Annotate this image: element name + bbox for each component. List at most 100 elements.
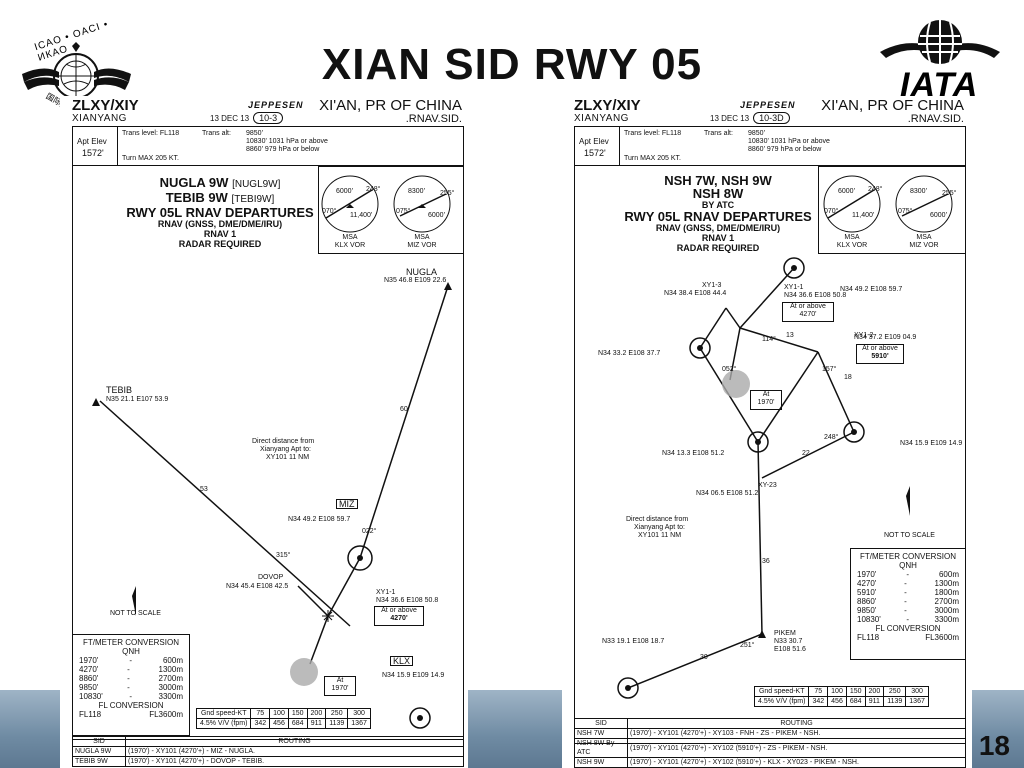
at-or-above-box-2: At or above 5910' bbox=[856, 344, 904, 364]
title-rwy: RWY 05L RNAV DEPARTURES bbox=[624, 209, 812, 224]
routing-row: NSH 7W(1970') - XY101 (4270'+) - XY103 -… bbox=[574, 728, 966, 739]
tebib-name: TEBIB bbox=[106, 385, 133, 395]
trans-alt-2: 10830' 1031 hPa or above bbox=[246, 138, 328, 145]
at-or-above-value: 4270' bbox=[390, 615, 408, 622]
leg-60-label: 60 bbox=[400, 406, 408, 413]
crs-114-label: 114° bbox=[762, 336, 776, 343]
conv-qnh: QNH bbox=[122, 647, 140, 656]
msa-panel bbox=[818, 166, 966, 254]
msa2-sector-b: 6000' bbox=[428, 212, 445, 219]
conv-title: FT/METER CONVERSION bbox=[859, 552, 956, 561]
msa-circles bbox=[823, 175, 953, 233]
miz-vor bbox=[783, 257, 805, 279]
leg-xy101-miz bbox=[739, 267, 795, 329]
zs-vor bbox=[747, 431, 769, 453]
title-nsh7-9: NSH 7W, NSH 9W bbox=[664, 173, 772, 188]
title-tebib-code: [TEBI9W] bbox=[231, 194, 275, 205]
title-nugla-code: [NUGL9W] bbox=[232, 179, 281, 190]
leg-36-label: 36 bbox=[762, 558, 770, 565]
north-arrow bbox=[906, 486, 910, 516]
trans-alt-label: Trans alt: bbox=[202, 130, 231, 137]
pikem-lat: N33 30.7 bbox=[774, 638, 803, 645]
msa1-sector-a: 6000' bbox=[838, 188, 855, 195]
direct-distance-3: XY101 11 NM bbox=[638, 532, 682, 539]
chart-date: 13 DEC 13 bbox=[210, 114, 250, 123]
title-radar: RADAR REQUIRED bbox=[178, 239, 262, 249]
pikem-lon: E108 51.6 bbox=[774, 646, 806, 653]
title-by-atc: BY ATC bbox=[701, 200, 735, 210]
crs-248-label: 248° bbox=[824, 434, 839, 441]
leg-18-label: 18 bbox=[844, 374, 852, 381]
at-or-above-value: 5910' bbox=[871, 353, 889, 360]
klx-position: N34 15.9 E109 14.9 bbox=[382, 672, 445, 679]
jeppesen-logo: JEPPESEN bbox=[740, 100, 796, 110]
city-name: XI'AN, PR OF CHINA bbox=[319, 97, 462, 114]
xy101-name: XY1-1 bbox=[376, 589, 396, 596]
at-or-above-box-1: At or above 4270' bbox=[782, 302, 834, 322]
city-name: XI'AN, PR OF CHINA bbox=[821, 97, 964, 114]
icao-logo: ICAO • OACI • ИКАО 国际民航组 bbox=[14, 12, 139, 130]
chart-index: 10-3 bbox=[253, 112, 284, 124]
leg-xy101-miz bbox=[327, 557, 361, 617]
klx-vor bbox=[409, 707, 431, 729]
trans-alt-3: 8860' 979 hPa or below bbox=[246, 146, 320, 153]
klx-id: KLX bbox=[390, 656, 414, 666]
xy103-name: XY1-3 bbox=[702, 282, 722, 289]
msa1-sub: KLX VOR bbox=[334, 242, 366, 249]
conv-row: 10830'-3300m bbox=[857, 615, 959, 624]
airport-name: XIANYANG bbox=[574, 113, 629, 124]
msa2-title: MSA bbox=[916, 234, 932, 241]
msa1-sector-b: 11,400' bbox=[350, 212, 373, 219]
leg-22-label: 22 bbox=[802, 450, 810, 457]
pikem-wpt bbox=[758, 630, 766, 638]
fnh-vor bbox=[689, 337, 711, 359]
trans-level: Trans level: FL118 bbox=[624, 130, 682, 137]
msa2-bearing-d: 075° bbox=[396, 208, 411, 215]
leg-30-label: 30 bbox=[700, 654, 708, 661]
page-number: 18 bbox=[978, 730, 1010, 761]
miz-position: N34 49.2 E108 59.7 bbox=[840, 286, 903, 293]
dovop-name: DOVOP bbox=[258, 574, 284, 581]
msa1-bearing-d: 070° bbox=[824, 208, 839, 215]
airport-name: XIANYANG bbox=[72, 113, 127, 124]
turn-max: Turn MAX 205 KT. bbox=[122, 155, 179, 162]
routing-row: NSH 9W(1970') - XY101 (4270'+) - XY102 (… bbox=[574, 757, 966, 768]
apt-elev-label: Apt Elev bbox=[77, 137, 107, 146]
crs-052-label: 052° bbox=[722, 366, 737, 373]
leg-tebib bbox=[99, 400, 351, 627]
xy101-name: XY1-1 bbox=[784, 284, 804, 291]
turn-max: Turn MAX 205 KT. bbox=[624, 155, 681, 162]
fnh-position: N34 33.2 E108 37.7 bbox=[598, 350, 661, 357]
title-tebib: TEBIB 9W bbox=[165, 190, 228, 205]
direct-distance-2: Xianyang Apt to: bbox=[634, 524, 685, 531]
conv-row: 8860'-2700m bbox=[857, 597, 959, 606]
not-to-scale: NOT TO SCALE bbox=[884, 532, 935, 539]
apt-elev-label: Apt Elev bbox=[579, 137, 609, 146]
nugla-position: N35 46.8 E109 22.6 bbox=[384, 277, 447, 284]
title-nugla: NUGLA 9W bbox=[159, 175, 229, 190]
chart-index: 10-3D bbox=[753, 112, 790, 124]
north-arrow bbox=[132, 586, 136, 616]
conv-row: 4270'-1300m bbox=[79, 665, 183, 674]
airport-header: ZLXY/XIY XIANYANG bbox=[574, 98, 641, 124]
xy101-position: N34 36.6 E108 50.8 bbox=[784, 292, 847, 299]
routing-row: NUGLA 9W(1970') - XY101 (4270'+) - MIZ -… bbox=[72, 746, 464, 757]
conv-title: FT/METER CONVERSION bbox=[82, 638, 179, 647]
msa2-sub: MIZ VOR bbox=[407, 242, 437, 249]
xy023-name: XY-23 bbox=[758, 482, 777, 489]
left-route-map bbox=[92, 282, 452, 729]
msa-panel bbox=[318, 166, 464, 254]
crs-157-label: 157° bbox=[822, 366, 837, 373]
airport-id: ZLXY/XIY bbox=[574, 97, 641, 114]
title-nsh8: NSH 8W bbox=[692, 186, 744, 201]
